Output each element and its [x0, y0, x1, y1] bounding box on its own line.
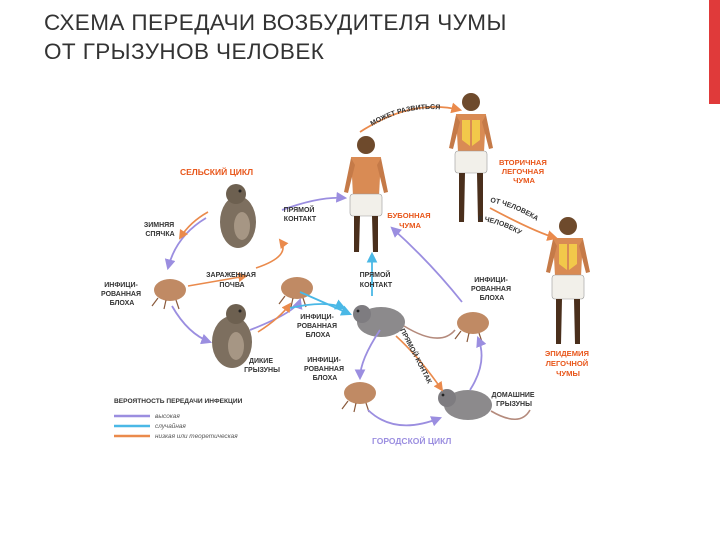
label-infected-flea-center-2: РОВАННАЯ [297, 323, 337, 330]
label-infected-flea-bottom: ИНФИЦИ- РОВАННАЯ БЛОХА [304, 357, 346, 382]
slide-title: СХЕМА ПЕРЕДАЧИ ВОЗБУДИТЕЛЯ ЧУМЫ ОТ ГРЫЗУ… [44, 8, 694, 66]
label-domestic-rodents-2: ГРЫЗУНЫ [496, 401, 532, 408]
transmission-arrows [164, 102, 559, 427]
label-infected-flea-center: ИНФИЦИ- РОВАННАЯ БЛОХА [297, 314, 339, 339]
label-infected-soil: ЗАРАЖЕННАЯ ПОЧВА [206, 272, 258, 289]
label-pneumonic-epidemic: ЭПИДЕМИЯ ЛЕГОЧНОЙ ЧУМЫ [545, 349, 591, 378]
slide-title-line-1: СХЕМА ПЕРЕДАЧИ ВОЗБУДИТЕЛЯ ЧУМЫ [44, 10, 507, 35]
slide-title-line-2: ОТ ГРЫЗУНОВ ЧЕЛОВЕК [44, 39, 325, 64]
label-infected-flea-right-3: БЛОХА [480, 295, 505, 302]
human-figure-secondary-pneumonic [449, 93, 493, 222]
label-infected-flea-left-3: БЛОХА [110, 300, 135, 307]
label-secondary-pneumonic-2: ЛЕГОЧНАЯ [502, 167, 544, 176]
marmot-wild [212, 304, 252, 368]
label-secondary-pneumonic-1: ВТОРИЧНАЯ [499, 158, 547, 167]
rat-center [353, 305, 456, 339]
human-figure-bubonic [344, 136, 388, 252]
label-person-to-person-1-path: ОТ ЧЕЛОВЕКА [490, 197, 540, 223]
label-secondary-pneumonic: ВТОРИЧНАЯ ЛЕГОЧНАЯ ЧУМА [499, 158, 549, 185]
label-hibernation-1: ЗИМНЯЯ [144, 222, 174, 229]
label-wild-rodents-2: ГРЫЗУНЫ [244, 367, 280, 374]
diagram-labels: МОЖЕТ РАЗВИТЬСЯ ВТОРИЧНАЯ ЛЕГОЧНАЯ ЧУМА … [0, 0, 591, 446]
label-bubonic-plague: БУБОННАЯ ЧУМА [387, 211, 432, 230]
human-figure-epidemic [546, 217, 590, 344]
label-infected-flea-bottom-2: РОВАННАЯ [304, 366, 344, 373]
legend-item-low: низкая или теоретическая [155, 433, 238, 440]
label-direct-contact-top-1: ПРЯМОЙ [284, 205, 315, 214]
legend-item-high: высокая [155, 413, 180, 420]
accent-bar [709, 0, 720, 104]
legend-item-occasional: случайная [155, 422, 186, 430]
label-bubonic-plague-2: ЧУМА [399, 221, 421, 230]
label-infected-soil-1: ЗАРАЖЕННАЯ [206, 272, 256, 279]
label-infected-flea-center-3: БЛОХА [306, 332, 331, 339]
label-infected-flea-center-1: ИНФИЦИ- [300, 314, 334, 321]
rat-domestic [438, 389, 531, 421]
label-direct-contact-mid-2: КОНТАКТ [360, 282, 393, 289]
flea-left [151, 279, 186, 310]
label-direct-contact-mid: ПРЯМОЙ КОНТАКТ [360, 270, 393, 289]
label-person-to-person-2-path: К ЧЕЛОВЕКУ [478, 215, 523, 237]
label-direct-contact-mid-1: ПРЯМОЙ [360, 270, 391, 279]
label-rural-cycle: СЕЛЬСКИЙ ЦИКЛ [180, 166, 253, 177]
label-domestic-rodents: ДОМАШНИЕ ГРЫЗУНЫ [491, 392, 536, 408]
label-wild-rodents-1: ДИКИЕ [249, 358, 273, 365]
label-direct-contact-top-2: КОНТАКТ [284, 216, 317, 223]
legend: ВЕРОЯТНОСТЬ ПЕРЕДАЧИ ИНФЕКЦИИ высокая сл… [114, 398, 243, 440]
label-infected-flea-left-1: ИНФИЦИ- [104, 282, 138, 289]
flea-bottom [341, 382, 376, 413]
label-infected-flea-right-1: ИНФИЦИ- [474, 277, 508, 284]
label-wild-rodents: ДИКИЕ ГРЫЗУНЫ [244, 358, 280, 374]
label-infected-flea-right: ИНФИЦИ- РОВАННАЯ БЛОХА [471, 277, 513, 302]
label-infected-flea-bottom-1: ИНФИЦИ- [307, 357, 341, 364]
label-infected-soil-2: ПОЧВА [219, 282, 244, 289]
flea-soil [278, 277, 313, 308]
legend-title: ВЕРОЯТНОСТЬ ПЕРЕДАЧИ ИНФЕКЦИИ [114, 398, 243, 405]
flea-right [454, 312, 489, 343]
label-direct-contact-top: ПРЯМОЙ КОНТАКТ [284, 205, 317, 223]
label-bubonic-plague-1: БУБОННАЯ [387, 211, 430, 220]
label-domestic-rodents-1: ДОМАШНИЕ [491, 392, 534, 399]
label-infected-flea-bottom-3: БЛОХА [313, 375, 338, 382]
label-infected-flea-right-2: РОВАННАЯ [471, 286, 511, 293]
label-infected-flea-left: ИНФИЦИ- РОВАННАЯ БЛОХА [101, 282, 143, 307]
label-urban-cycle: ГОРОДСКОЙ ЦИКЛ [372, 435, 451, 446]
label-may-develop: МОЖЕТ РАЗВИТЬСЯ [370, 104, 441, 128]
label-pneumonic-epidemic-2: ЛЕГОЧНОЙ [546, 359, 589, 368]
label-person-to-person-1: ОТ ЧЕЛОВЕКА [490, 197, 540, 223]
label-infected-flea-left-2: РОВАННАЯ [101, 291, 141, 298]
label-pneumonic-epidemic-3: ЧУМЫ [556, 369, 580, 378]
label-hibernation: ЗИМНЯЯ СПЯЧКА [144, 222, 176, 238]
label-pneumonic-epidemic-1: ЭПИДЕМИЯ [545, 349, 589, 358]
marmot-hibernation [220, 184, 256, 248]
label-may-develop-path: МОЖЕТ РАЗВИТЬСЯ [370, 104, 441, 128]
label-secondary-pneumonic-3: ЧУМА [513, 176, 535, 185]
label-hibernation-2: СПЯЧКА [145, 231, 174, 238]
label-person-to-person-2: К ЧЕЛОВЕКУ [478, 215, 523, 237]
